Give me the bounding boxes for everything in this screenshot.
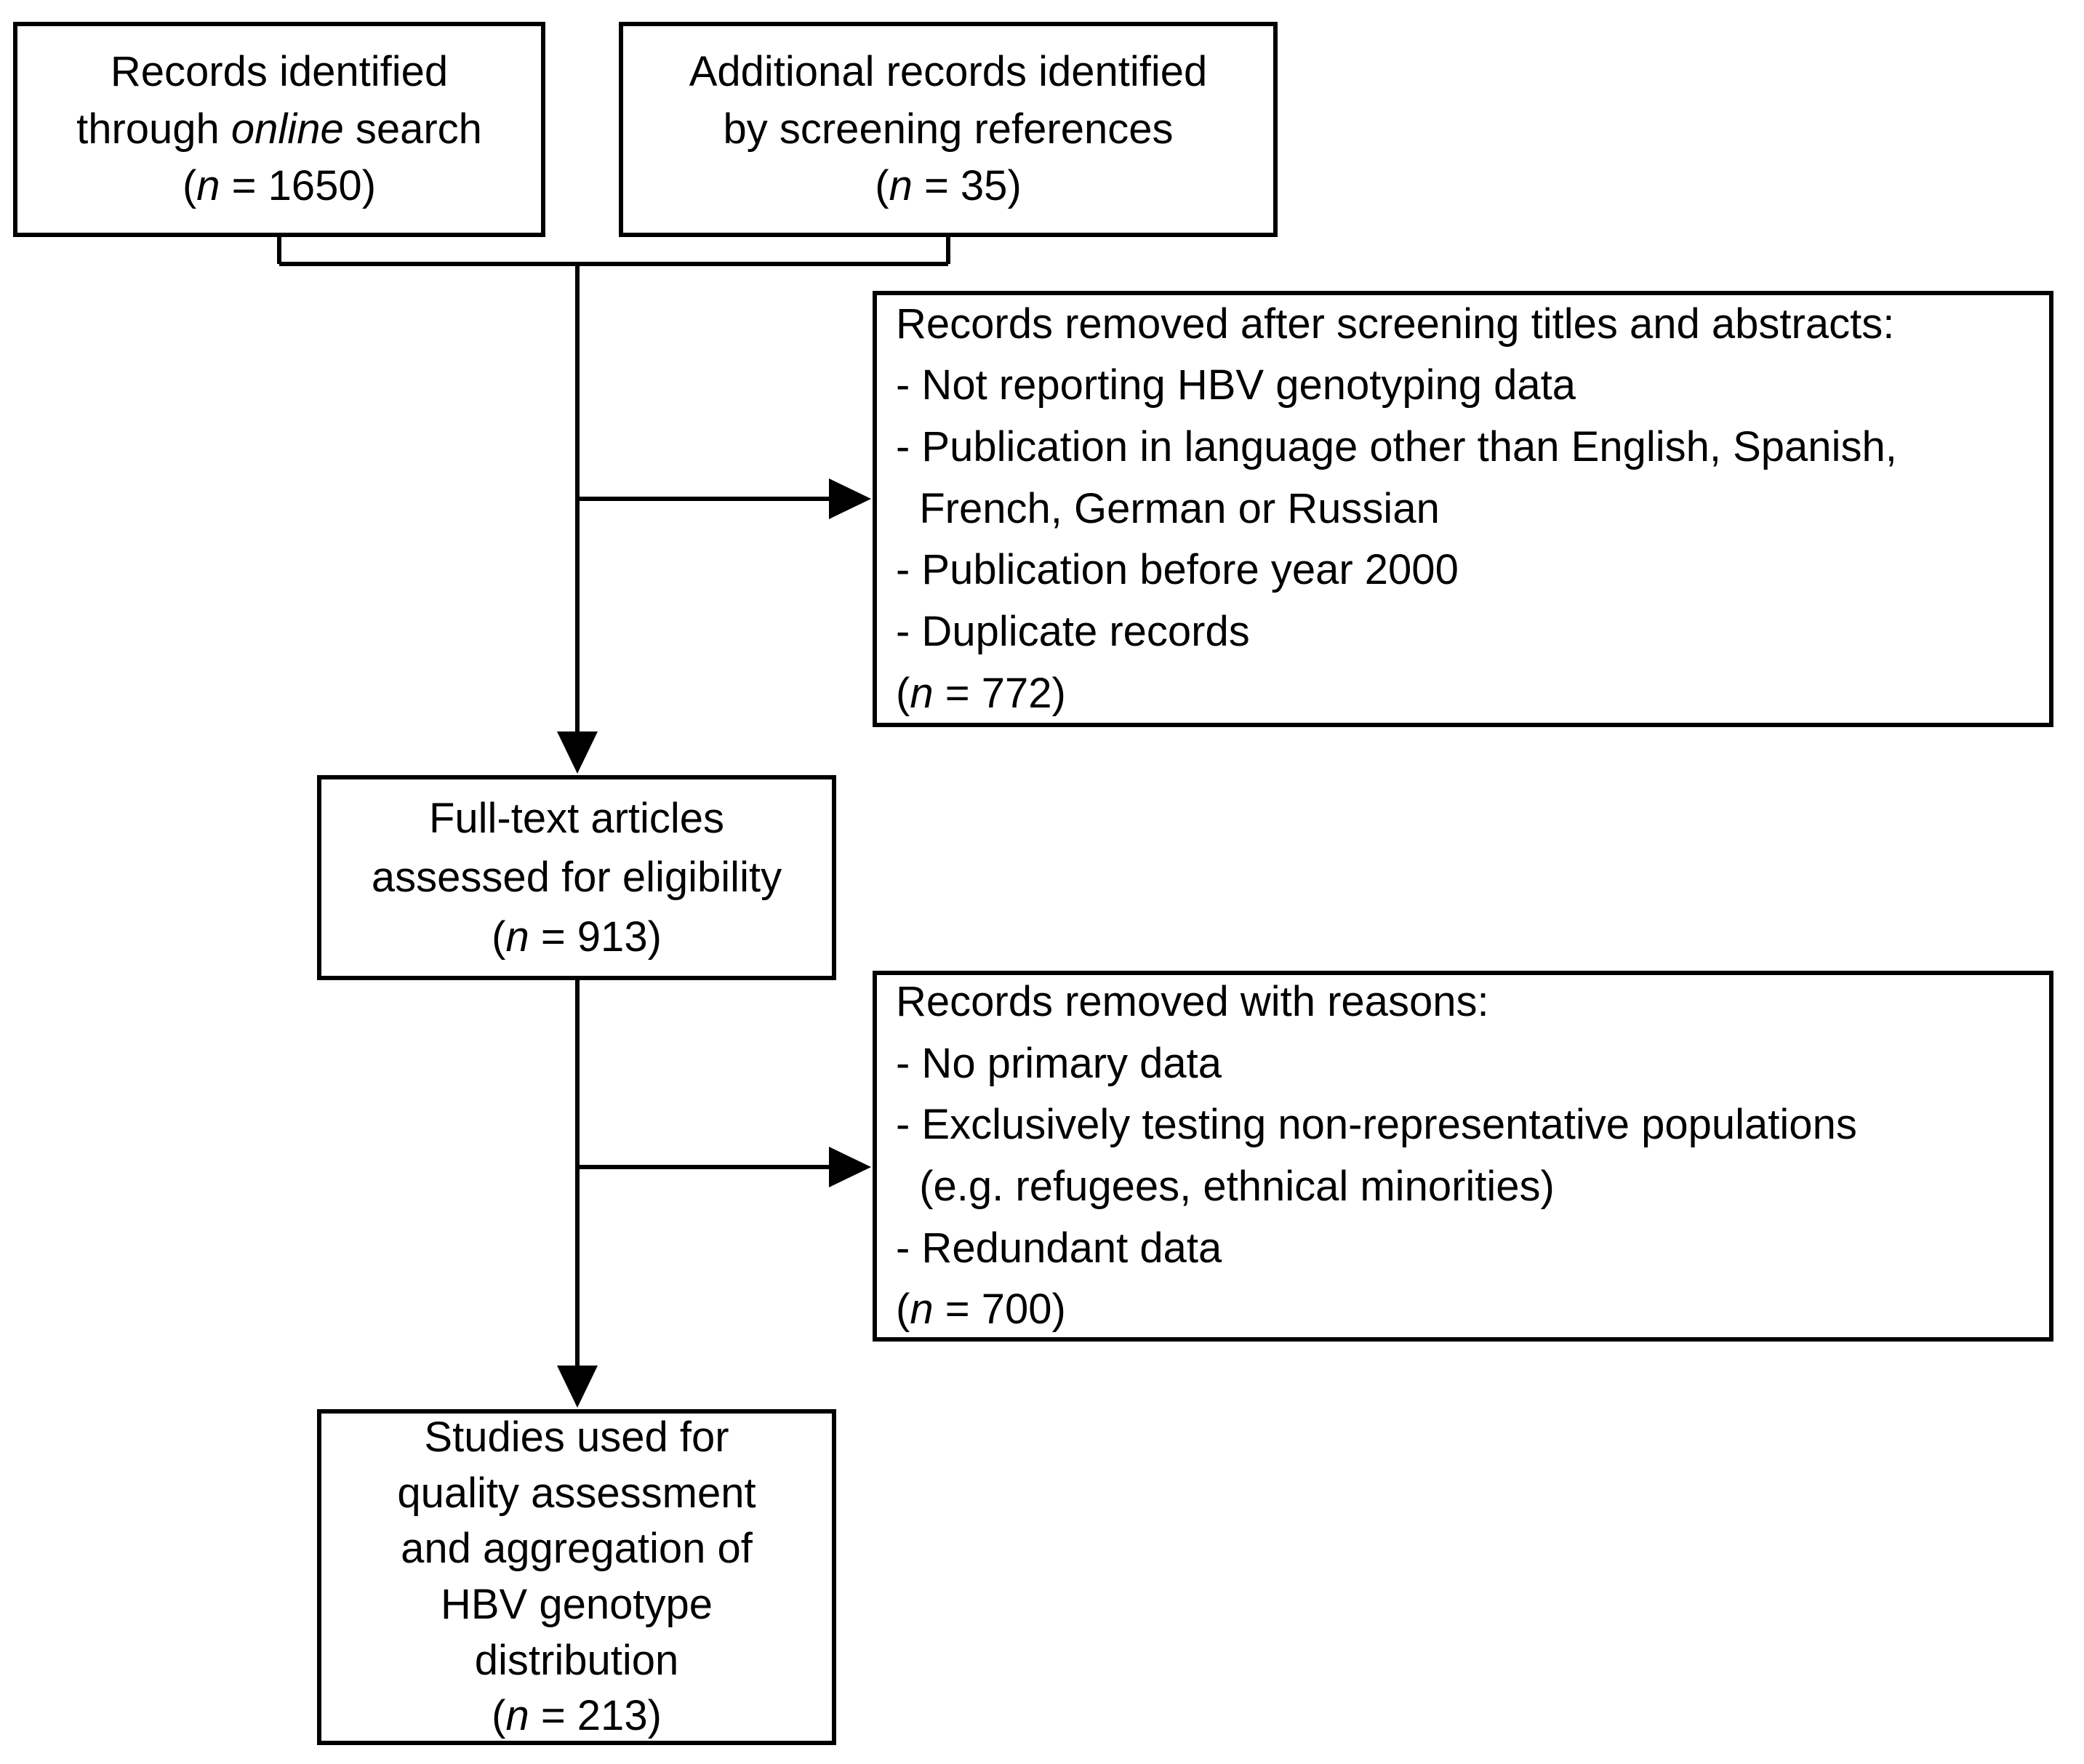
text-segment: = 1650): [220, 162, 377, 210]
text-segment: Studies used for: [424, 1414, 729, 1462]
text-line: - Exclusively testing non-representative…: [896, 1094, 1857, 1156]
italic-text-segment: n: [505, 1692, 529, 1740]
text-segment: - Exclusively testing non-representative…: [896, 1101, 1857, 1149]
box-records-removed-with-reasons: Records removed with reasons: - No primar…: [873, 971, 2053, 1342]
text-segment: (: [182, 162, 197, 210]
text-line: distribution: [475, 1633, 678, 1689]
text-line: - Duplicate records: [896, 601, 1250, 663]
arrowhead-right-to-removed-screening: [829, 478, 871, 519]
text-line: - Publication in language other than Eng…: [896, 417, 1897, 478]
text-segment: Records removed with reasons:: [896, 977, 1489, 1025]
italic-text-segment: n: [889, 162, 913, 210]
text-segment: = 213): [529, 1692, 662, 1740]
text-line: (n = 772): [896, 663, 1066, 725]
text-segment: = 913): [529, 913, 662, 961]
text-line: through online search: [76, 101, 482, 159]
text-line: - Not reporting HBV genotyping data: [896, 355, 1576, 417]
text-segment: and aggregation of: [401, 1525, 753, 1573]
text-line: Records removed with reasons:: [896, 971, 1489, 1033]
text-segment: Full-text articles: [428, 795, 725, 843]
italic-text-segment: n: [505, 913, 529, 961]
text-segment: - Duplicate records: [896, 608, 1250, 656]
arrowhead-right-to-removed-reasons: [829, 1147, 871, 1187]
box-records-removed-after-screening: Records removed after screening titles a…: [873, 291, 2053, 727]
italic-text-segment: n: [196, 162, 220, 210]
text-segment: (: [896, 669, 910, 717]
italic-text-segment: online: [231, 105, 344, 153]
text-segment: assessed for eligibility: [371, 854, 782, 902]
text-line: (n = 1650): [183, 158, 376, 215]
text-line: (e.g. refugees, ethnical minorities): [896, 1156, 1555, 1218]
text-line: Studies used for: [424, 1410, 729, 1466]
text-line: French, German or Russian: [896, 478, 1440, 540]
text-segment: Additional records identified: [689, 47, 1208, 95]
italic-text-segment: n: [910, 669, 934, 717]
text-segment: = 35): [912, 162, 1022, 210]
arrowhead-down-to-fulltext: [557, 731, 598, 774]
text-segment: - Publication before year 2000: [896, 546, 1459, 594]
text-segment: distribution: [474, 1636, 679, 1684]
text-line: (n = 700): [896, 1279, 1066, 1341]
text-segment: = 700): [933, 1286, 1066, 1334]
text-line: Records identified: [111, 44, 448, 101]
text-line: (n = 913): [492, 907, 662, 966]
text-segment: search: [343, 105, 482, 153]
text-segment: Records identified: [110, 47, 449, 95]
box-studies-used-for-assessment: Studies used for quality assessment and ag…: [317, 1409, 836, 1745]
text-line: Full-text articles: [429, 789, 724, 848]
text-line: Records removed after screening titles a…: [896, 294, 1894, 356]
text-segment: (: [875, 162, 889, 210]
text-segment: = 772): [933, 669, 1066, 717]
box-fulltext-articles-assessed: Full-text articles assessed for eligibili…: [317, 775, 836, 980]
text-segment: through: [76, 105, 231, 153]
italic-text-segment: n: [910, 1286, 934, 1334]
text-segment: (: [492, 1692, 506, 1740]
text-line: - Redundant data: [896, 1218, 1222, 1280]
text-segment: quality assessment: [397, 1469, 756, 1517]
text-segment: HBV genotype: [440, 1581, 713, 1628]
text-line: quality assessment: [397, 1466, 756, 1522]
text-line: and aggregation of: [401, 1521, 753, 1577]
text-segment: - Publication in language other than Eng…: [896, 423, 1897, 470]
text-line: (n = 213): [492, 1688, 662, 1744]
text-line: assessed for eligibility: [372, 848, 782, 907]
text-line: by screening references: [724, 101, 1174, 159]
text-line: - Publication before year 2000: [896, 540, 1459, 601]
box-additional-records-identified: Additional records identified by screenin…: [619, 22, 1278, 237]
text-segment: Records removed after screening titles a…: [896, 300, 1895, 348]
text-segment: (: [492, 913, 506, 961]
text-line: Additional records identified: [689, 44, 1208, 101]
text-segment: French, German or Russian: [896, 484, 1440, 532]
text-segment: (: [896, 1286, 910, 1334]
arrowhead-down-to-studies-used: [557, 1366, 598, 1408]
text-segment: - No primary data: [896, 1039, 1222, 1087]
text-line: - No primary data: [896, 1033, 1222, 1095]
text-line: HBV genotype: [441, 1577, 713, 1633]
text-segment: by screening references: [723, 105, 1174, 153]
text-segment: - Redundant data: [896, 1224, 1222, 1272]
text-line: (n = 35): [875, 158, 1022, 215]
text-segment: (e.g. refugees, ethnical minorities): [896, 1163, 1555, 1210]
text-segment: - Not reporting HBV genotyping data: [896, 361, 1576, 409]
